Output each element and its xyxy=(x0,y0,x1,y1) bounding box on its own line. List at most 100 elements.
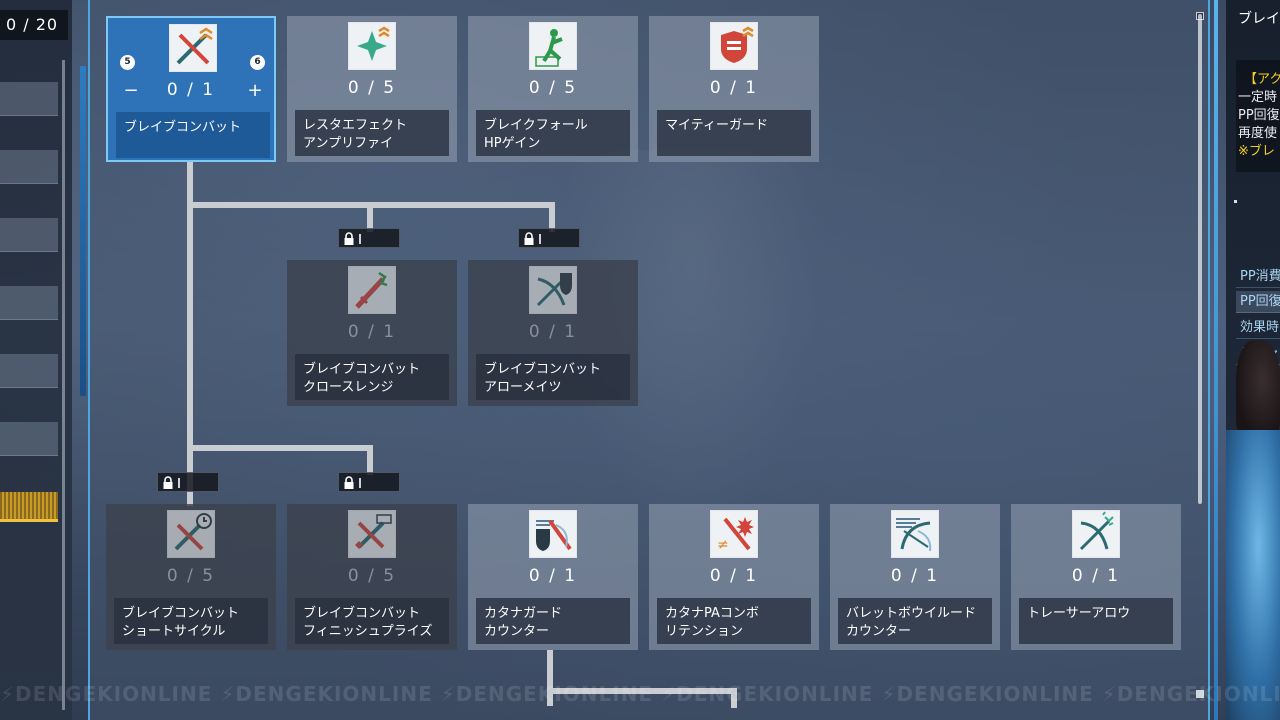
skill-breakfall-hp-gain[interactable]: 0 / 5 ブレイクフォール HPゲイン xyxy=(468,16,638,162)
short-cycle-icon xyxy=(167,510,215,558)
detail-description-box xyxy=(1236,60,1280,172)
detail-divider-dot xyxy=(1234,200,1237,203)
key-badge-right: 6 xyxy=(250,55,265,70)
skill-katana-guard-counter[interactable]: 0 / 1 カタナガード カウンター xyxy=(468,504,638,650)
arrow-mates-icon xyxy=(529,266,577,314)
skill-name: レスタエフェクト アンプリファイ xyxy=(295,110,449,156)
skill-brave-combat-close-range[interactable]: 0 / 1 ブレイブコンバット クロースレンジ xyxy=(287,260,457,406)
lock-tag xyxy=(338,228,400,248)
skill-name-line2: ショートサイクル xyxy=(122,624,226,639)
desc-line-4: 再度使 xyxy=(1238,126,1278,141)
key-badge-left: 5 xyxy=(120,55,135,70)
skill-name: バレットボウイルード カウンター xyxy=(838,598,992,644)
skill-level: 0 / 1 xyxy=(347,322,397,342)
skill-name-line1: カタナPAコンボ xyxy=(665,606,759,621)
lock-tag xyxy=(338,472,400,492)
detail-title: ブレイ xyxy=(1238,11,1280,27)
left-tab-2[interactable] xyxy=(0,150,58,184)
skill-name-line1: ブレイブコンバット xyxy=(303,606,421,621)
right-panel-border xyxy=(1214,0,1218,720)
skill-level: 0 / 1 xyxy=(528,566,578,586)
lock-icon xyxy=(163,476,173,489)
left-tab-3[interactable] xyxy=(0,218,58,252)
skill-level: 0 / 1 xyxy=(1071,566,1121,586)
connector-line xyxy=(547,688,737,694)
connector-line xyxy=(187,445,373,451)
lock-bar xyxy=(359,478,361,488)
skill-name-line2: カウンター xyxy=(846,624,912,639)
skill-level: 0 / 1 xyxy=(528,322,578,342)
desc-line-5: ※ブレ xyxy=(1238,144,1275,159)
skill-mighty-guard[interactable]: 0 / 1 マイティーガード xyxy=(649,16,819,162)
lock-bar xyxy=(178,478,180,488)
left-tab-1[interactable] xyxy=(0,82,58,116)
desc-line-2: 一定時 xyxy=(1238,90,1278,105)
breakfall-hp-icon xyxy=(529,22,577,70)
skill-name: ブレイクフォール HPゲイン xyxy=(476,110,630,156)
resta-effect-icon xyxy=(348,22,396,70)
katana-guard-icon xyxy=(529,510,577,558)
lock-bar xyxy=(359,234,361,244)
stat-pp-recovery: PP回復 xyxy=(1236,291,1280,313)
left-tab-4[interactable] xyxy=(0,286,58,320)
left-sidebar: 0 / 20 xyxy=(0,0,72,720)
skill-brave-combat-finish-prize[interactable]: 0 / 5 ブレイブコンバット フィニッシュプライズ xyxy=(287,504,457,650)
connector-line xyxy=(367,202,373,232)
skill-bullet-bow-counter[interactable]: 0 / 1 バレットボウイルード カウンター xyxy=(830,504,1000,650)
scroll-down-button[interactable] xyxy=(1196,690,1204,698)
skill-name: ブレイブコンバット フィニッシュプライズ xyxy=(295,598,449,644)
left-scrollbar[interactable] xyxy=(62,60,65,710)
skill-name-line1: マイティーガード xyxy=(665,118,768,133)
skill-name-line2: フィニッシュプライズ xyxy=(303,624,433,639)
left-tab-6[interactable] xyxy=(0,422,58,456)
skill-name-line1: カタナガード xyxy=(484,606,563,621)
skill-name: ブレイブコンバット アローメイツ xyxy=(476,354,630,400)
skill-name-line1: ブレイブコンバット xyxy=(303,362,421,377)
skill-name-line1: バレットボウイルード xyxy=(846,606,977,621)
lock-icon xyxy=(344,476,354,489)
finish-prize-icon xyxy=(348,510,396,558)
connector-line xyxy=(549,202,555,232)
character-portrait xyxy=(1226,430,1280,720)
skill-name: トレーサーアロウ xyxy=(1019,598,1173,644)
skill-resta-effect-amplify[interactable]: 0 / 5 レスタエフェクト アンプリファイ xyxy=(287,16,457,162)
skill-tracer-arrow[interactable]: 0 / 1 トレーサーアロウ xyxy=(1011,504,1181,650)
katana-pa-combo-icon: ≠ xyxy=(710,510,758,558)
desc-line-1: 【アク xyxy=(1244,72,1280,87)
skill-name: ブレイブコンバット xyxy=(116,112,270,158)
skill-level: 0 / 5 xyxy=(166,566,216,586)
connector-line xyxy=(547,650,553,706)
skill-level: 0 / 5 xyxy=(347,78,397,98)
connector-line xyxy=(731,688,737,708)
skill-point-counter: 0 / 20 xyxy=(0,10,68,40)
skill-level: 0 / 5 xyxy=(347,566,397,586)
skill-name: ブレイブコンバット ショートサイクル xyxy=(114,598,268,644)
watermark: ⚡DENGEKIONLINE ⚡DENGEKIONLINE ⚡DENGEKION… xyxy=(0,682,1280,706)
skill-detail-panel: ブレイ 【アク 一定時 PP回復 再度使 ※ブレ PP消費 PP回復 効果時 リ… xyxy=(1226,0,1280,720)
desc-line-3: PP回復 xyxy=(1238,108,1280,123)
skill-brave-combat-arrow-mates[interactable]: 0 / 1 ブレイブコンバット アローメイツ xyxy=(468,260,638,406)
skill-level: 0 / 1 xyxy=(166,80,216,100)
skill-name-line1: ブレイクフォール xyxy=(484,118,588,133)
skill-brave-combat-short-cycle[interactable]: 0 / 5 ブレイブコンバット ショートサイクル xyxy=(106,504,276,650)
left-tab-active[interactable] xyxy=(0,492,58,522)
skill-name-line1: ブレイブコンバット xyxy=(484,362,602,377)
skill-name-line2: アローメイツ xyxy=(484,380,562,395)
skill-level: 0 / 1 xyxy=(709,78,759,98)
level-minus-button[interactable]: − xyxy=(123,80,139,101)
tracer-arrow-icon xyxy=(1072,510,1120,558)
left-tab-5[interactable] xyxy=(0,354,58,388)
skill-katana-pa-combo-retention[interactable]: ≠ 0 / 1 カタナPAコンボ リテンション xyxy=(649,504,819,650)
lock-icon xyxy=(524,232,534,245)
level-plus-button[interactable]: + xyxy=(247,80,263,101)
character-portrait-hair xyxy=(1236,340,1280,440)
skill-brave-combat[interactable]: 5 6 − + 0 / 1 ブレイブコンバット xyxy=(106,16,276,162)
skill-name-line1: ブレイブコンバット xyxy=(124,120,242,135)
bullet-bow-counter-icon xyxy=(891,510,939,558)
skill-name: カタナPAコンボ リテンション xyxy=(657,598,811,644)
skill-name-line2: アンプリファイ xyxy=(303,136,394,151)
tree-scrollbar[interactable] xyxy=(1198,14,1202,504)
skill-name-line2: リテンション xyxy=(665,624,744,639)
connector-line xyxy=(367,445,373,475)
skill-level: 0 / 1 xyxy=(709,566,759,586)
